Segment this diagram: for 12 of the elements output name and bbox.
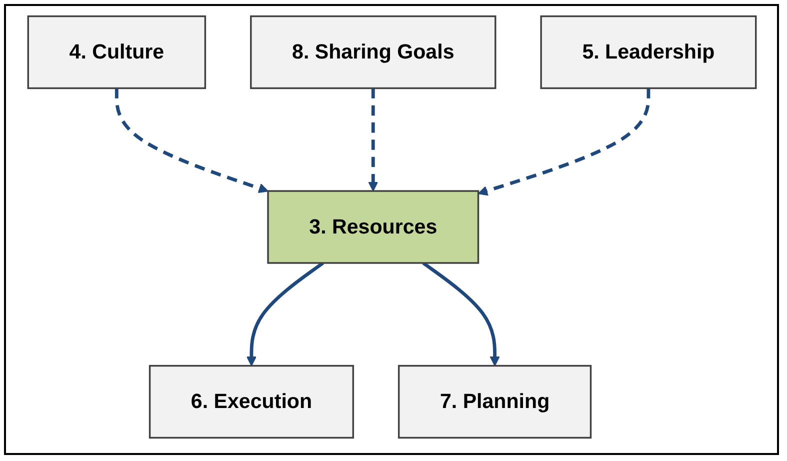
node-box	[26, 15, 206, 90]
flowchart-drawing: 4. Culture 8. Sharing Goals 5. Leadership 6. Execution 7. Planning 3. Resources	[18, 7, 764, 447]
node-box	[266, 190, 479, 264]
arrow	[422, 262, 500, 366]
arrow	[477, 88, 650, 196]
arrow	[114, 88, 268, 194]
node-box	[397, 364, 592, 439]
arrow	[246, 262, 324, 366]
node-box	[250, 15, 496, 90]
node-box	[540, 15, 756, 90]
node-box	[148, 364, 354, 439]
arrow	[368, 88, 378, 192]
